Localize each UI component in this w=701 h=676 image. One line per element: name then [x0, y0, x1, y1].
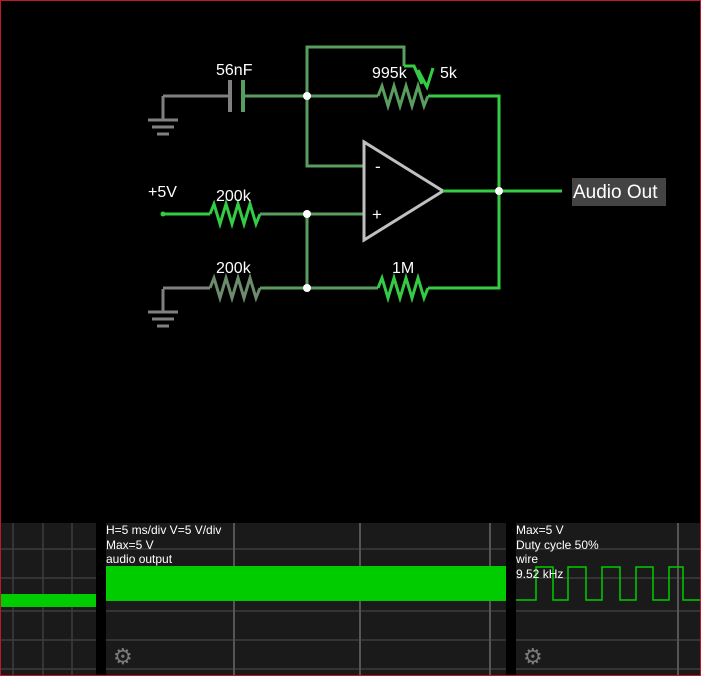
- scope-panel-left[interactable]: [0, 523, 96, 676]
- pot-wiper-arrow: [416, 67, 435, 91]
- resistor-ground-label: 200k: [216, 260, 252, 277]
- scope-trace: [0, 594, 96, 607]
- output-label-background: [572, 178, 666, 206]
- scope-signal-name: wire: [516, 552, 539, 566]
- scope-scale-text: H=5 ms/div V=5 V/div: [106, 523, 222, 537]
- ground-icon: [148, 289, 178, 328]
- scope-frequency-text: 9.52 kHz: [516, 566, 564, 581]
- pot-wiper[interactable]: [404, 64, 424, 85]
- resistor-input-label: 200k: [216, 188, 252, 205]
- scope-grid: [516, 523, 701, 676]
- ground-icon: [148, 96, 178, 136]
- supply-label: +5V: [148, 184, 177, 201]
- pot-right-wire[interactable]: [428, 94, 501, 191]
- gear-icon[interactable]: ⚙: [113, 645, 133, 670]
- pot-upper-label: 995k: [372, 65, 408, 82]
- scope-trace: [106, 566, 506, 601]
- scope-grid: [106, 523, 506, 676]
- scope-max-text: Max=5 V: [106, 537, 154, 552]
- scope-info: H=5 ms/div V=5 V/div Max=5 V audio outpu…: [106, 523, 221, 567]
- output-label[interactable]: Audio Out: [573, 182, 658, 203]
- circuit-canvas[interactable]: - + 56nF 995k 5k +5V 200k 200k 1M Audio …: [0, 0, 701, 520]
- gear-icon[interactable]: ⚙: [523, 645, 543, 670]
- scope-signal-name: audio output: [106, 552, 173, 566]
- opamp-minus-label: -: [375, 157, 381, 176]
- resistor-feedback-label: 1M: [392, 260, 414, 277]
- scope-info: Max=5 V Duty cycle 50% wire 9.52 kHz: [516, 523, 599, 581]
- resistor-200k-ground[interactable]: [208, 272, 262, 304]
- capacitor-56nf[interactable]: [228, 80, 245, 112]
- opamp[interactable]: [362, 139, 446, 243]
- junction-dots: [303, 92, 503, 292]
- feedback-top-wire[interactable]: [305, 45, 406, 96]
- scope-grid: [0, 523, 96, 676]
- scope-trace: [516, 566, 701, 601]
- capacitor-label: 56nF: [216, 62, 253, 79]
- feedback-resistor-right-wire[interactable]: [428, 191, 501, 290]
- inverting-input-wire[interactable]: [305, 96, 364, 168]
- scope-panel-wire[interactable]: Max=5 V Duty cycle 50% wire 9.52 kHz ⚙: [516, 523, 701, 676]
- potentiometer[interactable]: [376, 80, 430, 112]
- scope-max-text: Max=5 V: [516, 523, 564, 537]
- scope-panel-audio-output[interactable]: H=5 ms/div V=5 V/div Max=5 V audio outpu…: [106, 523, 506, 676]
- resistor-1m[interactable]: [376, 272, 430, 304]
- pot-lower-label: 5k: [440, 65, 458, 82]
- scope-duty-cycle-text: Duty cycle 50%: [516, 537, 599, 552]
- opamp-plus-label: +: [372, 205, 382, 224]
- resistor-200k-input[interactable]: [208, 198, 262, 230]
